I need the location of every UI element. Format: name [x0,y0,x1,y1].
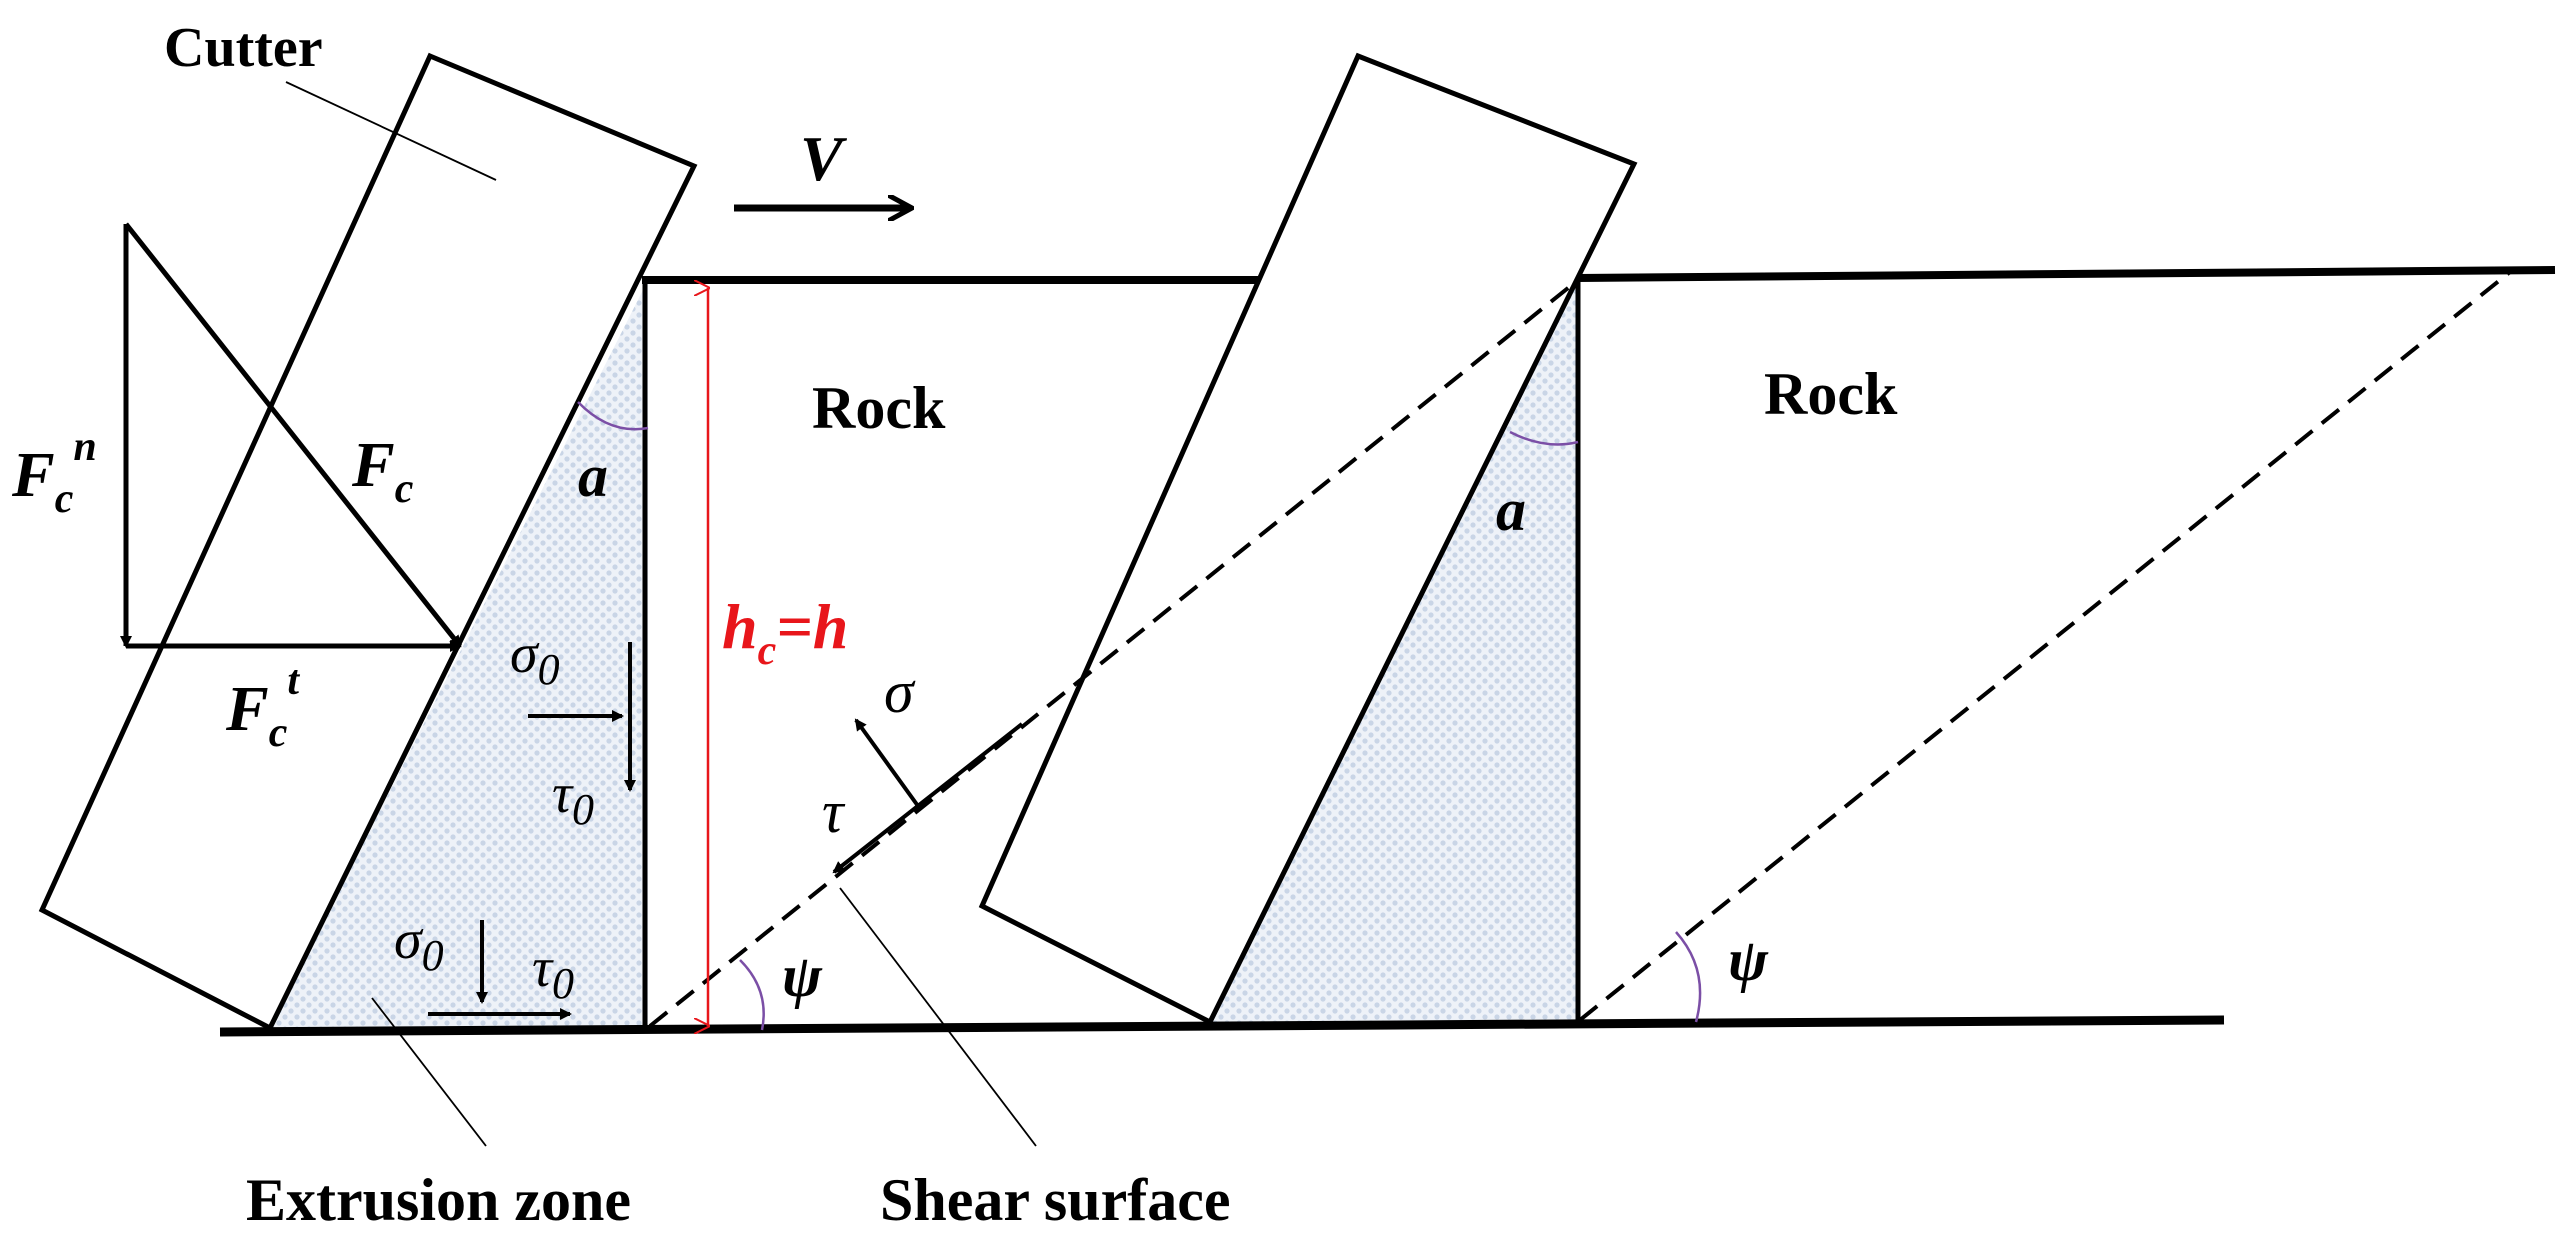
tau0-upper-sub: 0 [572,785,594,834]
force-fct-f: F [225,673,269,744]
sigma0-upper-sub: 0 [538,645,560,694]
velocity-label: V [800,123,848,194]
extrusion-zone-leader [371,997,487,1147]
height-sub: c [758,628,777,674]
force-fcn-sub: c [55,476,74,522]
bottom-surface [219,1015,2225,1037]
height-h: h [722,591,758,662]
cutter-right [978,52,1638,1026]
cutter-label: Cutter [164,17,323,79]
force-fcn-label: Fcn [11,424,97,522]
tau0-upper-sym: τ [552,763,574,825]
force-fc-arrow [124,222,462,648]
shear-angle-arc-right [1675,931,1702,1023]
force-fc-sub: c [395,466,414,512]
shear-line-left [648,278,1580,1028]
tau-arrow [832,722,1024,874]
force-fcn-f: F [11,439,55,510]
tau0-label-upper: τ0 [552,763,594,834]
shear-surface-leader [839,887,1037,1147]
force-fct-sub: c [269,710,288,756]
rock-label-left: Rock [812,375,946,441]
cutter-leader [285,81,497,181]
sigma0-label-lower: σ0 [394,909,444,980]
sigma-arrow [854,718,920,808]
sigma0-lower-sub: 0 [422,931,444,980]
tau-label: τ [822,779,846,845]
force-fcn-sup: n [73,424,96,470]
shear-surface-label: Shear surface [880,1167,1231,1233]
sigma0-upper-sym: σ [510,623,540,685]
shear-angle-label-left: ψ [782,943,823,1009]
force-fc-label: Fc [351,429,414,512]
rake-angle-label-left: a [578,443,608,509]
shear-line-right [1578,270,2512,1022]
rake-angle-label-right: a [1496,477,1526,543]
sigma0-label-upper: σ0 [510,623,560,694]
rake-angle-arc-left [577,401,649,431]
cutter-left [38,52,698,1032]
extrusion-zone-label: Extrusion zone [246,1167,631,1233]
force-fc-f: F [351,429,395,500]
shear-angle-label-right: ψ [1728,927,1769,993]
tau0-label-lower: τ0 [532,937,574,1008]
height-eq: =h [776,591,848,662]
rake-angle-arc-right [1509,430,1579,446]
force-fct-sup: t [287,658,300,704]
rock-top-right [1577,266,2556,282]
rock-label-right: Rock [1764,361,1898,427]
sigma0-lower-sym: σ [394,909,424,971]
sigma-label: σ [884,659,916,725]
force-fct-label: Fct [225,658,300,756]
tau0-lower-sym: τ [532,937,554,999]
tau0-lower-sub: 0 [552,959,574,1008]
shear-angle-arc-left [739,959,765,1031]
height-label: hc=h [722,591,848,674]
